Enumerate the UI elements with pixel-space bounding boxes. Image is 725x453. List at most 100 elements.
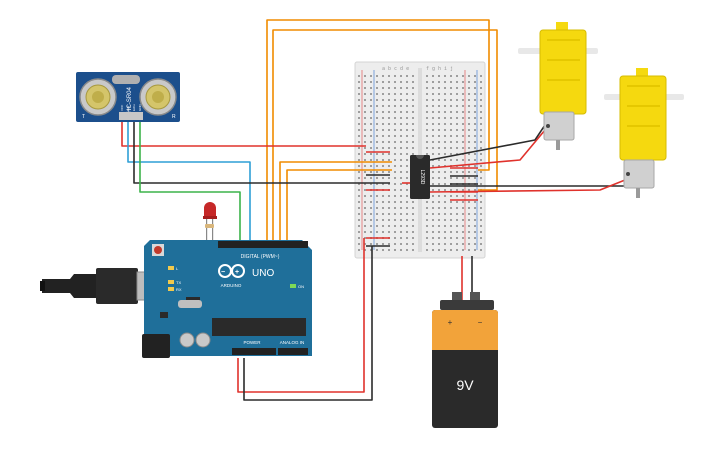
crystal xyxy=(178,300,202,308)
breadboard-hole xyxy=(394,105,396,107)
breadboard-hole xyxy=(400,81,402,83)
breadboard-hole xyxy=(456,243,458,245)
breadboard-hole xyxy=(432,237,434,239)
breadboard-hole xyxy=(474,213,476,215)
breadboard-hole xyxy=(370,75,372,77)
breadboard-hole xyxy=(438,81,440,83)
breadboard-hole xyxy=(364,231,366,233)
breadboard-hole xyxy=(376,249,378,251)
breadboard-hole xyxy=(450,87,452,89)
breadboard-cols-left: a b c d e xyxy=(382,66,409,72)
breadboard-hole xyxy=(358,195,360,197)
breadboard-hole xyxy=(444,99,446,101)
breadboard-hole xyxy=(444,147,446,149)
breadboard-hole xyxy=(480,171,482,173)
breadboard-hole xyxy=(412,93,414,95)
breadboard-hole xyxy=(438,225,440,227)
breadboard-hole xyxy=(364,99,366,101)
breadboard-hole xyxy=(394,207,396,209)
breadboard-hole xyxy=(480,75,482,77)
breadboard-hole xyxy=(400,123,402,125)
breadboard-hole xyxy=(444,177,446,179)
breadboard-hole xyxy=(480,147,482,149)
breadboard-hole xyxy=(382,123,384,125)
breadboard-hole xyxy=(450,81,452,83)
breadboard-hole xyxy=(426,99,428,101)
breadboard-hole xyxy=(370,213,372,215)
breadboard-hole xyxy=(382,225,384,227)
breadboard-hole xyxy=(394,147,396,149)
breadboard-hole xyxy=(412,99,414,101)
breadboard-hole xyxy=(432,99,434,101)
breadboard-hole xyxy=(388,243,390,245)
digital-header xyxy=(218,241,308,248)
breadboard-hole xyxy=(406,141,408,143)
arduino-logo: − + xyxy=(218,264,245,278)
breadboard-hole xyxy=(438,237,440,239)
breadboard-hole xyxy=(364,141,366,143)
breadboard-hole xyxy=(438,183,440,185)
breadboard-hole xyxy=(376,231,378,233)
motor-driver-chip: L293D xyxy=(410,155,430,199)
breadboard-hole xyxy=(412,87,414,89)
breadboard-hole xyxy=(438,231,440,233)
sensor-pin-echo: Echo xyxy=(132,104,136,111)
breadboard-hole xyxy=(382,249,384,251)
breadboard-hole xyxy=(432,165,434,167)
breadboard-hole xyxy=(468,75,470,77)
breadboard-hole xyxy=(468,135,470,137)
breadboard-hole xyxy=(450,147,452,149)
breadboard-hole xyxy=(358,219,360,221)
breadboard-hole xyxy=(376,219,378,221)
breadboard-hole xyxy=(388,159,390,161)
breadboard-hole xyxy=(474,135,476,137)
breadboard-hole xyxy=(394,75,396,77)
breadboard-hole xyxy=(450,219,452,221)
breadboard-hole xyxy=(474,141,476,143)
breadboard-hole xyxy=(376,225,378,227)
breadboard-hole xyxy=(438,105,440,107)
breadboard-hole xyxy=(364,75,366,77)
breadboard-hole xyxy=(382,135,384,137)
breadboard-hole xyxy=(426,81,428,83)
breadboard-hole xyxy=(394,219,396,221)
breadboard-hole xyxy=(480,207,482,209)
breadboard-hole xyxy=(400,207,402,209)
breadboard-hole xyxy=(358,153,360,155)
breadboard-hole xyxy=(444,135,446,137)
breadboard-hole xyxy=(438,201,440,203)
breadboard-hole xyxy=(412,249,414,251)
breadboard-hole xyxy=(364,135,366,137)
breadboard-hole xyxy=(358,237,360,239)
breadboard-hole xyxy=(412,213,414,215)
breadboard-hole xyxy=(456,153,458,155)
breadboard-hole xyxy=(450,213,452,215)
breadboard-hole xyxy=(364,171,366,173)
power-header-label: POWER xyxy=(243,340,261,345)
breadboard-hole xyxy=(370,123,372,125)
breadboard-hole xyxy=(432,141,434,143)
breadboard-hole xyxy=(394,123,396,125)
breadboard-hole xyxy=(400,105,402,107)
breadboard-hole xyxy=(394,111,396,113)
breadboard-hole xyxy=(412,231,414,233)
breadboard-hole xyxy=(450,99,452,101)
breadboard-hole xyxy=(400,111,402,113)
breadboard-hole xyxy=(456,135,458,137)
breadboard-hole xyxy=(462,99,464,101)
breadboard-hole xyxy=(444,189,446,191)
breadboard-hole xyxy=(444,225,446,227)
breadboard-hole xyxy=(358,213,360,215)
breadboard-hole xyxy=(462,177,464,179)
breadboard-hole xyxy=(376,159,378,161)
breadboard-hole xyxy=(358,249,360,251)
breadboard-hole xyxy=(480,237,482,239)
breadboard-hole xyxy=(388,219,390,221)
breadboard-hole xyxy=(474,123,476,125)
breadboard-hole xyxy=(438,147,440,149)
breadboard-hole xyxy=(364,201,366,203)
breadboard-hole xyxy=(400,183,402,185)
breadboard-hole xyxy=(456,81,458,83)
breadboard-hole xyxy=(426,147,428,149)
